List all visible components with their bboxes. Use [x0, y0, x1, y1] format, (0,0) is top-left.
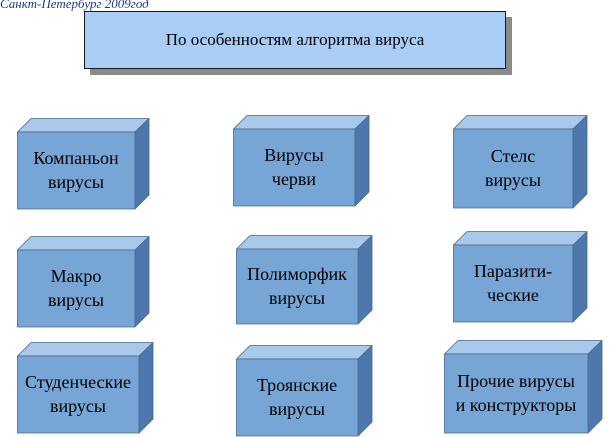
box-trojan-top-face — [236, 345, 373, 360]
box-macro-side-face — [134, 236, 150, 328]
box-parasitic-front-face — [453, 244, 574, 323]
box-companion-shape — [17, 118, 150, 210]
box-stealth-label: Стелс вирусы — [485, 146, 541, 190]
box-macro-front-face — [17, 249, 136, 328]
box-macro-shape — [17, 236, 150, 328]
title-box: По особенностям алгоритма вируса — [84, 11, 506, 69]
box-worms-shape — [233, 115, 370, 207]
title-label: По особенностям алгоритма вируса — [165, 30, 425, 49]
header-text: Санкт-Петербург 2009год — [0, 0, 149, 11]
box-trojan-label: Троянские вирусы — [256, 375, 338, 419]
box-parasitic-shape — [453, 231, 588, 323]
box-polymorphic-shape — [236, 235, 373, 325]
box-worms-front-face — [233, 128, 356, 207]
box-other-shape — [444, 340, 603, 434]
box-macro-top-face — [17, 236, 150, 251]
box-student-top-face — [17, 342, 154, 357]
box-other-front-face — [444, 353, 589, 434]
box-other-top-face — [444, 340, 603, 355]
box-stealth-front-face — [453, 128, 574, 209]
box-stealth-side-face — [572, 115, 588, 209]
box-macro-label: Макро вирусы — [48, 266, 104, 310]
box-parasitic-side-face — [572, 231, 588, 323]
box-student-front-face — [17, 355, 140, 434]
box-student-side-face — [138, 342, 154, 434]
box-other-label: Прочие вирусы и конструкторы — [455, 371, 577, 415]
box-companion-top-face — [17, 118, 150, 133]
box-stealth-top-face — [453, 115, 588, 130]
box-stealth-shape — [453, 115, 588, 209]
box-polymorphic-side-face — [357, 235, 373, 325]
box-polymorphic-front-face — [236, 248, 359, 325]
box-worms-top-face — [233, 115, 370, 130]
box-parasitic-label: Паразити- ческие — [473, 261, 553, 305]
box-other-side-face — [587, 340, 603, 434]
box-companion-front-face — [17, 131, 136, 210]
box-polymorphic-top-face — [236, 235, 373, 250]
box-polymorphic-label: Полиморфик вирусы — [247, 264, 347, 308]
box-companion-label: Компаньон вирусы — [33, 148, 119, 192]
box-trojan-side-face — [357, 345, 373, 437]
box-student-label: Студенческие вирусы — [25, 372, 131, 416]
box-worms-side-face — [354, 115, 370, 207]
box-companion-side-face — [134, 118, 150, 210]
box-student-shape — [17, 342, 154, 434]
box-trojan-shape — [236, 345, 373, 437]
box-parasitic-top-face — [453, 231, 588, 246]
box-worms-label: Вирусы черви — [264, 145, 324, 189]
